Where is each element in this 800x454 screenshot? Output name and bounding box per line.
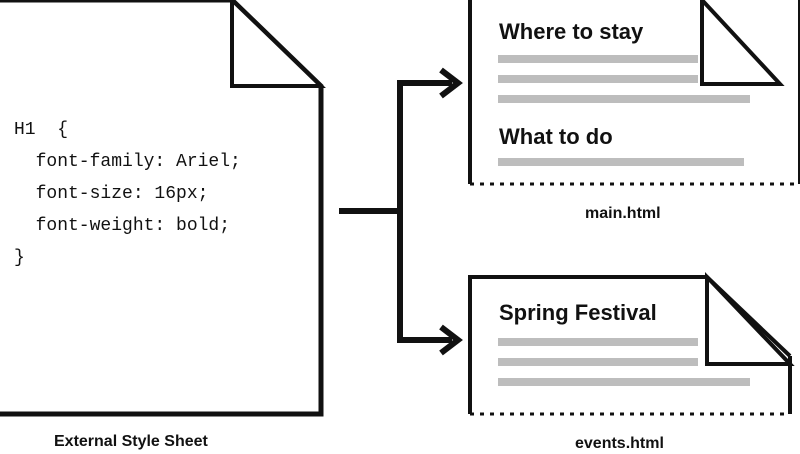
text-placeholder-line	[498, 378, 750, 386]
css-code-line: }	[14, 248, 25, 268]
main-page-heading: Where to stay	[499, 19, 644, 44]
stylesheet-folded-corner	[230, 0, 326, 88]
events-page-folded-corner	[705, 272, 795, 366]
connector-arrows	[339, 67, 463, 356]
stylesheet-caption: External Style Sheet	[54, 433, 208, 450]
css-code-line: H1 {	[14, 120, 69, 140]
main-page-caption: main.html	[585, 205, 661, 222]
arrow-to-main-head	[439, 67, 463, 99]
text-placeholder-line	[498, 158, 744, 166]
css-code-line: font-size: 16px;	[14, 184, 209, 204]
events-html-page	[468, 272, 795, 416]
css-code-line: font-family: Ariel;	[14, 152, 241, 172]
css-code-line: font-weight: bold;	[14, 216, 231, 236]
events-page-outline	[468, 275, 792, 414]
text-placeholder-line	[498, 55, 698, 63]
main-html-page	[468, 0, 800, 186]
text-placeholder-line	[498, 95, 750, 103]
text-placeholder-line	[498, 358, 698, 366]
events-page-heading: Spring Festival	[499, 300, 657, 325]
stylesheet-document	[0, 0, 326, 417]
events-page-caption: events.html	[575, 435, 664, 452]
main-page-heading: What to do	[499, 124, 613, 149]
main-page-folded-corner	[700, 0, 785, 86]
arrow-to-events-head	[439, 324, 463, 356]
text-placeholder-line	[498, 338, 698, 346]
text-placeholder-line	[498, 75, 698, 83]
